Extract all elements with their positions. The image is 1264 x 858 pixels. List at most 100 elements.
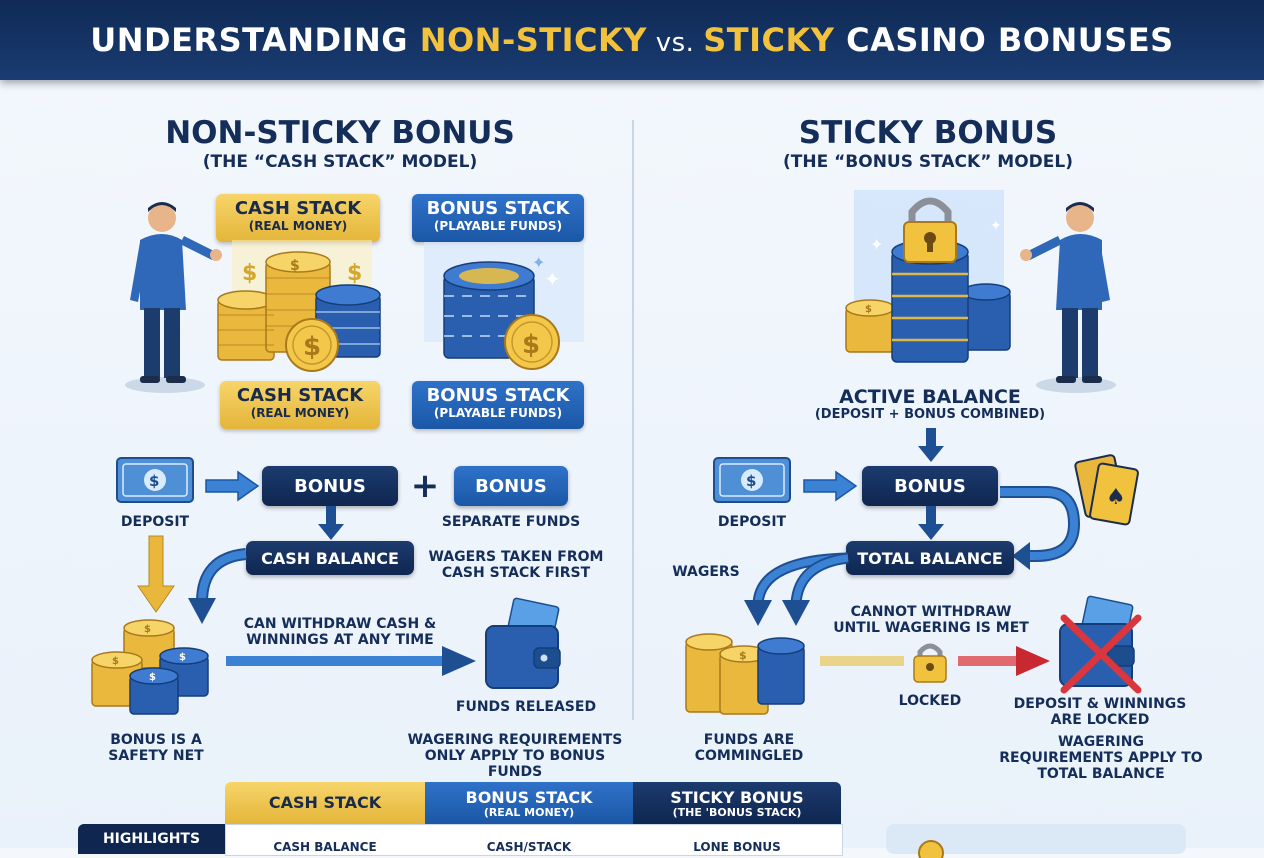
table-header-bonus-sublabel: (REAL MONEY) (483, 805, 575, 819)
total-balance-box: TOTAL BALANCE (846, 541, 1014, 575)
table-cell-cash: CASH BALANCE (273, 840, 377, 854)
svg-text:$: $ (112, 656, 119, 667)
arrow-right-icon (205, 470, 260, 502)
wagers-label: WAGERS (672, 564, 740, 580)
nonsticky-title: NON-STICKY BONUS (165, 115, 515, 151)
withdraw-note: CAN WITHDRAW CASH & WINNINGS AT ANY TIME (243, 616, 437, 649)
playing-cards-icon: ♠ (1074, 454, 1139, 526)
deposit-locked-label: DEPOSIT & WINNINGS ARE LOCKED (1013, 696, 1187, 729)
cash-bill-icon-right: $ (713, 457, 791, 503)
wallet-icon (485, 597, 561, 689)
wagers-note: WAGERS TAKEN FROM CASH STACK FIRST (428, 549, 604, 582)
svg-text:✦: ✦ (990, 218, 1002, 234)
padlock-icon (913, 643, 947, 683)
svg-text:$: $ (522, 330, 540, 360)
svg-text:$: $ (242, 261, 257, 286)
bonus-stack-sublabel-2: (PLAYABLE FUNDS) (433, 405, 563, 420)
svg-text:✦: ✦ (870, 235, 883, 254)
curved-arrow-icon (188, 548, 247, 624)
bonus-stack-tag-top: BONUS STACK (PLAYABLE FUNDS) (412, 194, 584, 242)
nonsticky-subtitle: (THE “CASH STACK” MODEL) (202, 152, 478, 172)
cannot-withdraw-note: CANNOT WITHDRAW UNTIL WAGERING IS MET (833, 604, 1029, 637)
table-header-sticky: STICKY BONUS (THE 'BONUS STACK) (633, 782, 841, 824)
mixed-stack-icon: $ $ $ $ (91, 619, 209, 715)
title-highlight-sticky: STICKY (703, 21, 835, 59)
svg-text:$: $ (303, 332, 321, 362)
svg-text:$: $ (865, 304, 872, 315)
person-icon-right (1020, 202, 1116, 393)
svg-text:$: $ (290, 258, 300, 274)
page-title: UNDERSTANDING NON-STICKY vs. STICKY CASI… (90, 21, 1173, 59)
svg-text:$: $ (739, 649, 747, 662)
bonus-stack-sublabel: (PLAYABLE FUNDS) (433, 218, 563, 233)
wagering-total-note: WAGERING REQUIREMENTS APPLY TO TOTAL BAL… (999, 734, 1203, 783)
deposit-label-left: DEPOSIT (120, 514, 190, 530)
safety-net-label: BONUS IS A SAFETY NET (108, 732, 204, 765)
cash-bill-icon: $ (116, 457, 194, 503)
svg-text:$: $ (347, 261, 362, 286)
table-header-bonus: BONUS STACK (REAL MONEY) (425, 782, 633, 824)
table-header-cash: CASH STACK (225, 782, 425, 824)
title-highlight-nonsticky: NON-STICKY (419, 21, 647, 59)
deposit-label-right: DEPOSIT (717, 514, 787, 530)
cash-stack-sublabel-2: (REAL MONEY) (250, 405, 350, 420)
svg-text:✦: ✦ (532, 253, 545, 272)
wagering-note-left: WAGERING REQUIREMENTS ONLY APPLY TO BONU… (407, 732, 623, 781)
table-header-sticky-label: STICKY BONUS (670, 788, 804, 807)
bonus-box-right: BONUS (862, 466, 998, 506)
funds-released-label: FUNDS RELEASED (455, 699, 597, 715)
active-balance-label: ACTIVE BALANCE (839, 386, 1021, 408)
active-balance-sublabel: (DEPOSIT + BONUS COMBINED) (814, 407, 1046, 422)
svg-text:✦: ✦ (544, 267, 561, 291)
cash-stack-label-2: CASH STACK (236, 385, 364, 406)
svg-text:♠: ♠ (1106, 485, 1126, 510)
title-pre: UNDERSTANDING (90, 21, 420, 59)
loop-arrow-icon (1000, 486, 1081, 570)
separate-funds-label: SEPARATE FUNDS (441, 514, 581, 530)
locked-stack-icon: ✦ ✦ $ (845, 190, 1011, 363)
locked-arrow-row (820, 643, 1050, 683)
bonus-stack-tag-bottom: BONUS STACK (PLAYABLE FUNDS) (412, 381, 584, 429)
arrow-down-icon-2 (918, 428, 944, 462)
table-header-cash-label: CASH STACK (268, 793, 382, 812)
info-panel (886, 824, 1186, 858)
cash-balance-box: CASH BALANCE (246, 541, 414, 575)
chip-stack-icon: ✦ ✦ $ (424, 242, 584, 370)
svg-text:$: $ (144, 624, 151, 635)
locked-label: LOCKED (898, 693, 962, 709)
bonus-stack-label-2: BONUS STACK (426, 385, 570, 406)
coin-stack-icon: $ $ $ $ (217, 240, 381, 372)
table-header-bonus-label: BONUS STACK (465, 788, 593, 807)
coin-icon (918, 840, 944, 858)
sticky-title: STICKY BONUS (798, 115, 1058, 151)
comparison-table: CASH STACK BONUS STACK (REAL MONEY) STIC… (78, 782, 843, 856)
cash-stack-tag-top: CASH STACK (REAL MONEY) (216, 194, 380, 242)
x-icon (1060, 614, 1142, 694)
svg-text:$: $ (179, 652, 186, 663)
locked-wallet-icon (1059, 595, 1142, 694)
bonus-stack-label: BONUS STACK (426, 198, 570, 219)
double-curved-arrow-icon (744, 552, 849, 626)
title-post: CASINO BONUSES (834, 21, 1174, 59)
gold-arrow-down-icon (137, 535, 175, 613)
sticky-subtitle: (THE “BONUS STACK” MODEL) (782, 152, 1073, 172)
long-arrow-right-icon (226, 646, 476, 676)
title-vs: vs. (646, 28, 704, 58)
cash-stack-label: CASH STACK (234, 198, 362, 219)
person-icon-left (125, 202, 222, 393)
table-row-label: HIGHLIGHTS (78, 824, 225, 854)
bonus-box-separate: BONUS (454, 466, 568, 506)
arrow-right-icon-2 (803, 470, 858, 502)
funds-commingled-label: FUNDS ARE COMMINGLED (694, 732, 804, 765)
table-header-sticky-sublabel: (THE 'BONUS STACK) (672, 805, 802, 819)
commingled-stack-icon: $ (685, 633, 805, 715)
table-cell-bonus: CASH/STACK (486, 840, 572, 854)
svg-text:$: $ (746, 472, 756, 490)
arrow-down-icon (318, 506, 344, 540)
svg-text:$: $ (149, 472, 159, 490)
bonus-box-left: BONUS (262, 466, 398, 506)
arrow-down-icon-3 (918, 506, 944, 540)
header-banner: UNDERSTANDING NON-STICKY vs. STICKY CASI… (0, 0, 1264, 80)
table-cell-sticky: LONE BONUS (693, 840, 781, 854)
plus-sign: + (410, 466, 440, 506)
